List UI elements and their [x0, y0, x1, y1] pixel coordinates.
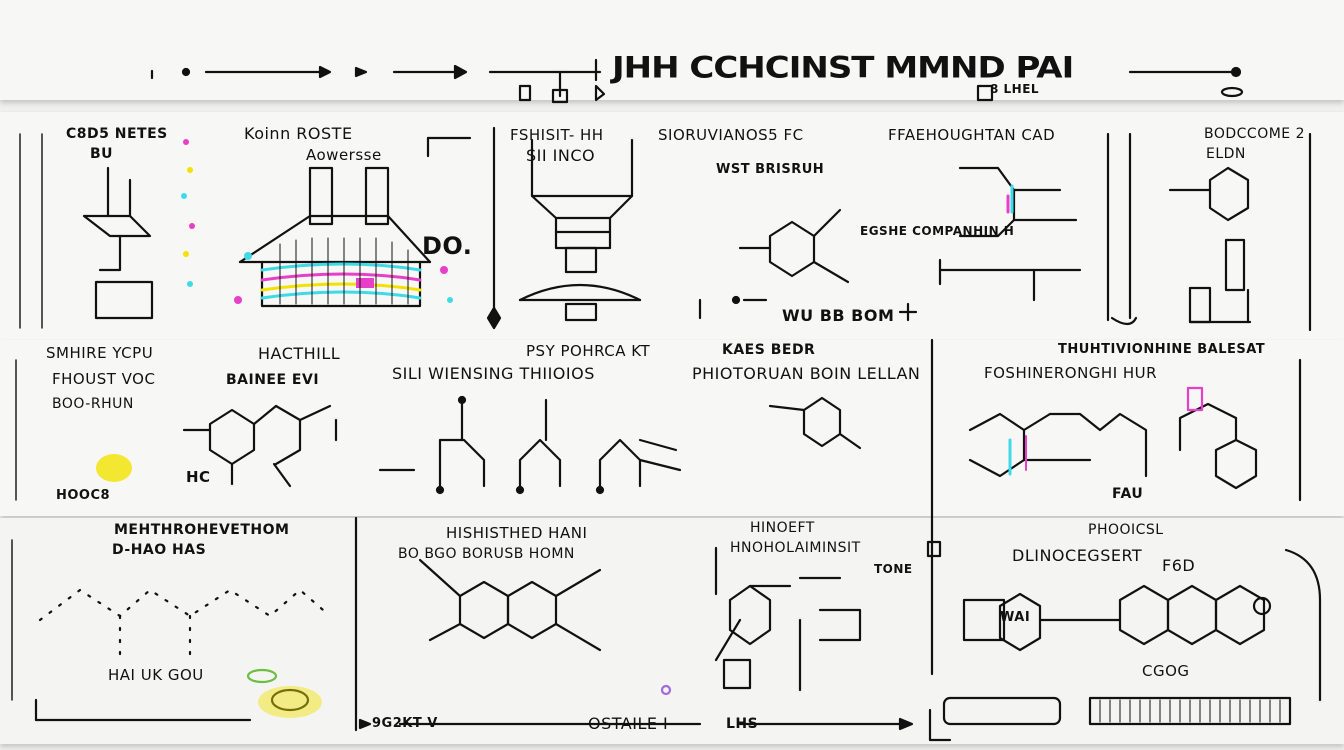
s2-panel3-sub: PSY POHRCA KT — [526, 342, 651, 360]
s2-panel5-sub: THUHTIVIONHINE BALESAT — [1058, 342, 1266, 357]
s1-panel4-label: SIORUVIANOS5 FC — [658, 126, 804, 144]
s3-panel3-sub: HNOHOLAIMINSIT — [730, 540, 861, 556]
s2-panel1-label: SMHIRE YCPU — [46, 344, 154, 362]
s1-panel5-label: FFAEHOUGHTAN CAD — [888, 126, 1056, 144]
panel-2-reactor — [238, 166, 432, 308]
title-strip — [0, 0, 1344, 100]
s3-panel1-bottom: HAI UK GOU — [108, 666, 204, 684]
s1-panel6-sub: ELDN — [1206, 146, 1246, 162]
panel-2-hatching — [279, 237, 409, 305]
s3-panel1-label: MEHTHROHEVETHOM — [114, 522, 290, 538]
panel-2-4-molecule — [930, 338, 1148, 676]
ruler-strip-1 — [19, 133, 43, 329]
yellow-highlight-1 — [96, 454, 132, 482]
s2-panel5-label: FOSHINERONGHI HUR — [984, 364, 1158, 382]
footer-hatching — [1099, 699, 1281, 723]
s3-panel4-side: F6D — [1162, 556, 1196, 575]
s3-panel2-sub: BO BGO BORUSB HOMN — [398, 546, 575, 562]
s3-panel4-sub: DLINOCEGSERT — [1012, 546, 1143, 565]
panel-5-molecule — [938, 132, 1138, 326]
panel-3-2-molecule — [354, 516, 602, 732]
title-arrow-right — [976, 66, 1244, 102]
panel-3-1-dotted-chain — [38, 588, 332, 662]
s2-panel5-bottom: FAU — [1112, 486, 1144, 502]
diagram-title: JHH CCHCINST MMND PAI — [612, 51, 1074, 85]
panel-4-ring-molecule — [698, 208, 918, 322]
s3-panel3-label: HINOEFT — [750, 520, 815, 536]
s2-panel4-label: PHIOTORUAN BOIN LELLAN — [692, 364, 921, 383]
s1-panel1-sub: BU — [90, 146, 114, 162]
panel-2-1-molecule — [182, 404, 338, 488]
s2-panel4-sub: KAES BEDR — [722, 342, 816, 358]
footer-bars — [358, 696, 1292, 742]
panel-2-3-molecule — [768, 396, 862, 450]
s1-panel4-bottom: WU BB BOM — [782, 306, 895, 325]
s3-panel4-mark: WAI — [1000, 610, 1031, 625]
panel-2-2-molecule-chain — [378, 395, 682, 495]
s2-panel2-label: HACTHILL — [258, 344, 341, 363]
s2-panel1-sub: FHOUST VOC — [52, 370, 156, 388]
panel-2-color-rings — [260, 262, 422, 300]
title-arrow-left — [150, 58, 606, 104]
s1-panel2-mark: DO. — [422, 232, 473, 260]
panel-2-5-molecule — [1178, 358, 1302, 502]
s1-panel1-label: C8D5 NETES — [66, 126, 168, 142]
panel-3-furnace — [518, 138, 642, 322]
s1-panel4-sub: WST BRISRUH — [716, 162, 825, 177]
s1-panel2-label: Koinn ROSTE — [244, 124, 353, 143]
panel-2-3-divider — [426, 126, 502, 330]
s2-panel2-hc: HC — [186, 468, 211, 486]
footer-left-label: 9G2KT V — [372, 716, 438, 731]
s1-panel3-label: FSHISIT- HH — [510, 126, 604, 144]
s2-panel1-sub2: BOO-RHUN — [52, 396, 134, 412]
s1-panel4-side: EGSHE COMPANHIN H — [860, 224, 1015, 238]
s2-panel2-sub: BAINEE EVI — [226, 372, 320, 388]
s3-panel3-side: TONE — [874, 562, 913, 576]
panel-2-dots — [181, 139, 453, 304]
panel-strip-2 — [0, 340, 1344, 516]
panel-3-3-molecule — [660, 546, 862, 696]
s3-panel2-label: HISHISTHED HANI — [446, 524, 588, 542]
footer-right-label: LHS — [726, 716, 759, 732]
s1-panel2-sub: Aowersse — [306, 146, 382, 164]
panel-1-structure — [82, 166, 154, 320]
s3-panel1-sub: D-HAO HAS — [112, 542, 207, 558]
panel-6-molecule — [1168, 132, 1312, 332]
panel-3-4-molecule — [926, 540, 1322, 702]
panel-strip-1 — [0, 112, 1344, 340]
s2-panel3-label: SILI WIENSING THIIOIOS — [392, 364, 595, 383]
s3-panel4-bottom: CGOG — [1142, 662, 1190, 680]
footer-mid-label: OSTAILE I — [588, 714, 669, 733]
s2-panel1-bottom: HOOC8 — [56, 488, 111, 503]
s1-panel3-sub: SII INCO — [526, 146, 596, 165]
s3-panel4-label: PHOOICSL — [1088, 522, 1164, 538]
s1-panel6-label: BODCCOME 2 — [1204, 126, 1306, 142]
panel-3-1-bottom — [34, 668, 322, 722]
diagram-subtitle: 8 LHEL — [990, 82, 1040, 96]
